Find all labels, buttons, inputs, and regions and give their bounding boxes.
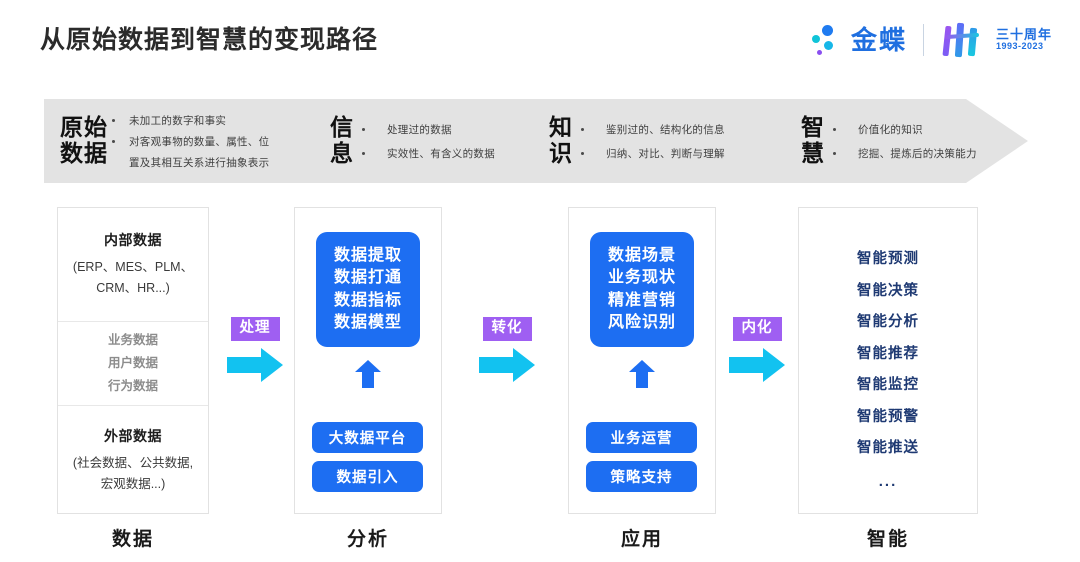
card-data: 内部数据 (ERP、MES、PLM、 CRM、HR...) 业务数据 用户数据 …: [57, 207, 209, 514]
list-item: 智能监控: [857, 377, 919, 393]
arrow-right-icon: [729, 347, 785, 387]
card-divider: [58, 405, 208, 406]
bullet-dot-icon: [833, 127, 836, 131]
banner-stage-wisdom-label: 智 慧: [801, 114, 825, 166]
list-item: 数据场景: [607, 247, 676, 265]
list-item: 智能推送: [857, 440, 919, 456]
anniversary-mark-icon: [940, 22, 986, 58]
list-item: 数据提取: [333, 247, 402, 265]
connector-transform: 转化: [479, 317, 535, 387]
card-intelligence: [798, 207, 978, 514]
page-title: 从原始数据到智慧的变现路径: [40, 26, 379, 54]
banner-stage-info: 信 息 处理过的数据 实效性、有含义的数据: [330, 99, 495, 183]
banner-stage-data-bullets: 未加工的数字和事实 对客观事物的数量、属性、位 置及其相互关系进行抽象表示: [112, 110, 269, 173]
intelligence-items-list: 智能预测 智能决策 智能分析 智能推荐 智能监控 智能预警 智能推送 ...: [798, 252, 978, 490]
arrow-up-icon: [629, 360, 655, 388]
list-item: 智能决策: [857, 282, 919, 299]
banner-stage-knowledge: 知 识 鉴别过的、结构化的信息 归纳、对比、判断与理解: [549, 99, 725, 183]
connector-internalize: 内化: [729, 317, 785, 387]
connector-process-label: 处理: [230, 317, 280, 341]
banner-stage-knowledge-label: 知 识: [549, 114, 573, 166]
analysis-capability-block: 数据提取 数据打通 数据指标 数据模型: [316, 232, 420, 347]
analysis-button-data-ingest[interactable]: 数据引入: [312, 461, 423, 492]
list-item: 数据打通: [333, 269, 402, 287]
footer-label-intelligence: 智能: [866, 529, 909, 550]
list-item: 智能分析: [857, 314, 919, 330]
bullet-dot-icon: [112, 118, 115, 122]
card-data-external-section: 外部数据 (社会数据、公共数据, 宏观数据...): [58, 406, 208, 515]
internal-data-sub: (ERP、MES、PLM、 CRM、HR...): [72, 260, 194, 295]
card-data-internal-section: 内部数据 (ERP、MES、PLM、 CRM、HR...): [58, 208, 208, 321]
logo-divider: [922, 24, 924, 56]
middle-data-items: 业务数据 用户数据 行为数据: [108, 329, 158, 398]
card-data-middle-section: 业务数据 用户数据 行为数据: [58, 322, 208, 405]
banner-stage-info-label: 信 息: [330, 114, 354, 166]
bullet-dot-icon: [112, 139, 115, 143]
bullet-dot-icon: [581, 151, 584, 155]
application-button-strategy-support[interactable]: 策略支持: [586, 461, 697, 492]
application-capability-block: 数据场景 业务现状 精准营销 风险识别: [590, 232, 694, 347]
list-item: 数据模型: [333, 313, 402, 331]
list-item: 业务数据: [107, 332, 158, 347]
connector-internalize-label: 内化: [732, 317, 782, 341]
intelligence-ellipsis: ...: [878, 472, 898, 490]
bullet-dot-icon: [362, 127, 365, 131]
application-button-business-operation[interactable]: 业务运营: [586, 422, 697, 453]
connector-process: 处理: [227, 317, 283, 387]
list-item: 精准营销: [607, 291, 676, 309]
bullet-dot-icon: [833, 151, 836, 155]
arrow-up-icon: [355, 360, 381, 388]
banner-stage-knowledge-bullets: 鉴别过的、结构化的信息 归纳、对比、判断与理解: [581, 117, 725, 165]
bullet-dot-icon: [362, 151, 365, 155]
stage-banner-arrow: 原始 数据 未加工的数字和事实 对客观事物的数量、属性、位 置及其相互关系进行抽…: [44, 99, 1028, 183]
list-item: 数据指标: [333, 291, 402, 309]
list-item: 业务现状: [607, 269, 676, 287]
external-data-sub: (社会数据、公共数据, 宏观数据...): [72, 456, 194, 491]
anniversary-cn: 三十周年: [995, 27, 1052, 43]
logo-brand-text: 金蝶: [850, 25, 907, 55]
card-divider: [58, 321, 208, 322]
list-item: 智能预测: [857, 251, 919, 267]
external-data-title: 外部数据: [104, 428, 162, 445]
kingdee-logo: 金蝶 三十周年 1993-2023: [811, 20, 1052, 60]
bullet-spacer: [112, 161, 115, 164]
banner-stage-wisdom: 智 慧 价值化的知识 挖掘、提炼后的决策能力: [801, 99, 977, 183]
bullet-dot-icon: [581, 127, 584, 131]
banner-stage-data-label: 原始 数据: [60, 114, 108, 166]
list-item: 用户数据: [107, 355, 158, 370]
list-item: 智能预警: [857, 408, 919, 425]
analysis-button-bigdata-platform[interactable]: 大数据平台: [312, 422, 423, 453]
banner-stage-wisdom-bullets: 价值化的知识 挖掘、提炼后的决策能力: [833, 117, 977, 165]
anniversary-years: 1993-2023: [995, 41, 1044, 52]
footer-label-analysis: 分析: [346, 529, 389, 550]
arrow-right-icon: [479, 347, 535, 387]
list-item: 风险识别: [607, 313, 676, 331]
internal-data-title: 内部数据: [104, 232, 162, 249]
footer-label-data: 数据: [111, 529, 154, 550]
banner-stage-info-bullets: 处理过的数据 实效性、有含义的数据: [362, 117, 495, 165]
list-item: 行为数据: [107, 379, 158, 394]
arrow-right-icon: [227, 347, 283, 387]
banner-stage-data: 原始 数据 未加工的数字和事实 对客观事物的数量、属性、位 置及其相互关系进行抽…: [60, 99, 269, 183]
connector-transform-label: 转化: [482, 317, 532, 341]
anniversary-text: 三十周年 1993-2023: [996, 28, 1052, 51]
list-item: 智能推荐: [857, 345, 919, 362]
footer-label-application: 应用: [620, 529, 663, 550]
logo-dots-icon: [811, 23, 841, 57]
